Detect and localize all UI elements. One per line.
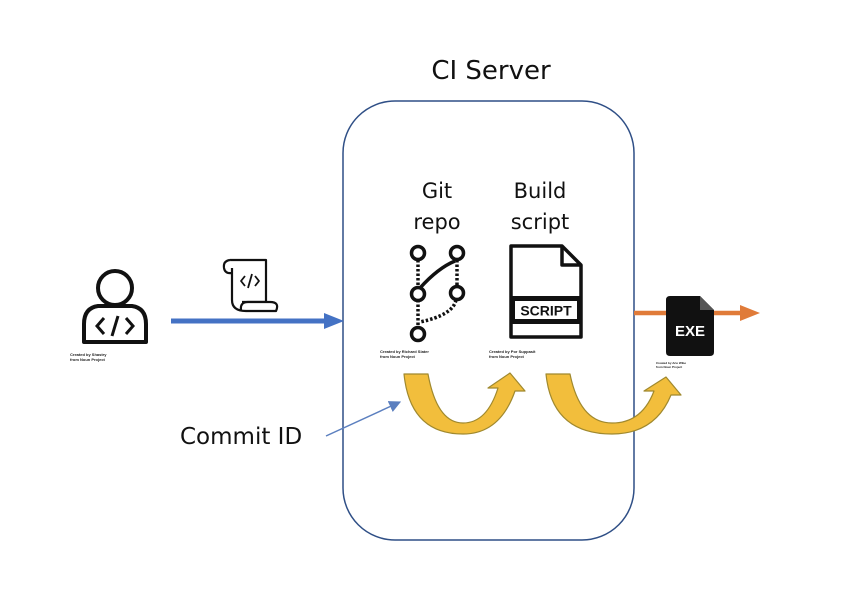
- developer-icon: [82, 269, 148, 344]
- developer-icon-credit: Created by Shastry from Noun Project: [70, 352, 107, 362]
- exe-badge: EXE: [675, 323, 705, 340]
- commit-id-label: Commit ID: [180, 424, 303, 450]
- git-icon-credit: Created by Richard Slater from Noun Proj…: [380, 349, 429, 359]
- build-icon-credit: Created by Por Suppasit from Noun Projec…: [489, 349, 536, 359]
- build-script-label: Build script: [500, 176, 580, 238]
- ci-server-title: CI Server: [431, 56, 551, 86]
- script-badge: SCRIPT: [520, 303, 572, 319]
- curved-arrow-build-to-exe: [545, 373, 682, 435]
- build-label-line2: script: [510, 210, 570, 234]
- build-label-line1: Build: [513, 179, 567, 203]
- code-scroll-icon: [222, 258, 279, 313]
- ci-server-box: [342, 100, 635, 541]
- commit-pointer-arrow: [325, 401, 402, 437]
- input-arrow: [171, 313, 344, 329]
- exe-file-icon: EXE: [666, 296, 714, 356]
- script-document-icon: SCRIPT: [509, 244, 583, 339]
- curved-arrow-git-to-build: [403, 372, 526, 435]
- git-label-line2: repo: [413, 210, 461, 234]
- exe-icon-credit: Created by Arie Wibe from Noun Project: [656, 361, 687, 369]
- git-label-line1: Git: [421, 179, 453, 203]
- git-repo-label: Git repo: [405, 176, 469, 238]
- git-branch-icon: [409, 244, 466, 343]
